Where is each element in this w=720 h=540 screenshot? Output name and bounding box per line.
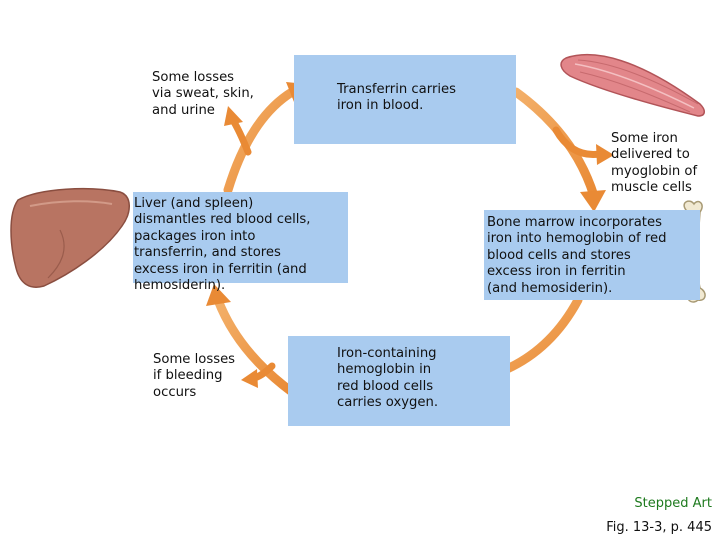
bone-marrow-text: Bone marrow incorporates iron into hemog… (487, 215, 667, 296)
bleeding-losses-label: Some losses if bleeding occurs (153, 352, 236, 400)
liver-box (133, 192, 348, 283)
transferrin-text: Transferrin carries iron in blood. (337, 82, 457, 114)
arrowhead-to-liver (206, 284, 231, 306)
figure-reference: Fig. 13-3, p. 445 (606, 520, 712, 535)
arrowhead-sweat-losses (224, 106, 243, 126)
hemoglobin-text: Iron-containing hemoglobin in red blood … (337, 346, 439, 411)
transferrin-box (294, 55, 516, 144)
cycle-arrow-liver-to-transferrin (223, 87, 297, 195)
branch-arrow-sweat-losses (230, 118, 252, 156)
cycle-arrow-marrow-to-hemoglobin (495, 295, 583, 377)
hemoglobin-box (288, 336, 510, 426)
stepped-art-credit: Stepped Art (634, 496, 712, 511)
branch-arrow-to-myoglobin (552, 126, 604, 158)
myoglobin-label: Some iron delivered to myoglobin of musc… (611, 131, 698, 196)
arrowhead-to-myoglobin (596, 144, 614, 165)
liver-icon (10, 187, 130, 288)
arrowhead-bleeding-losses (241, 369, 258, 388)
sweat-losses-label: Some losses via sweat, skin, and urine (152, 70, 254, 118)
cycle-arrow-hemoglobin-to-liver (213, 295, 297, 397)
arrowhead-to-marrow (580, 190, 606, 212)
cycle-arrow-transferrin-to-marrow (511, 87, 599, 201)
muscle-icon (560, 53, 705, 117)
liver-text: Liver (and spleen) dismantles red blood … (134, 196, 311, 294)
bone-marrow-box (484, 210, 700, 300)
